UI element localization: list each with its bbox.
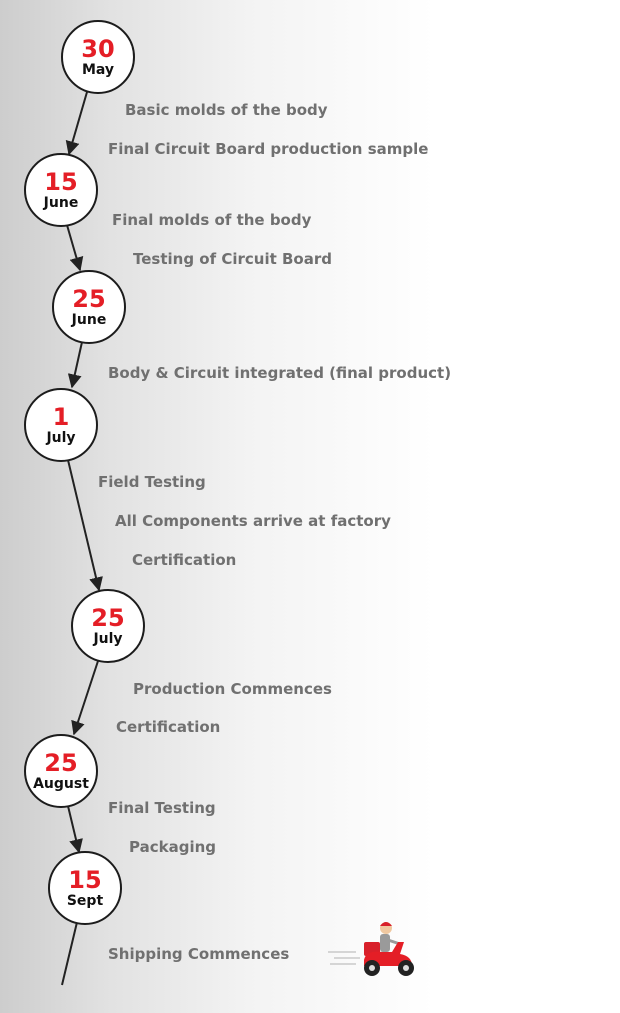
milestone-day: 25: [72, 285, 106, 313]
milestone-month: July: [93, 631, 123, 647]
task-label: Final molds of the body: [112, 211, 312, 229]
milestone-25-july: 25 July: [71, 589, 145, 663]
connector-4: [67, 459, 103, 592]
milestone-month: June: [71, 312, 107, 328]
task-label: Basic molds of the body: [125, 101, 328, 119]
task-label: Certification: [116, 718, 221, 736]
delivery-scooter-icon: [328, 922, 414, 976]
milestone-25-june: 25 June: [52, 270, 126, 344]
task-label: Body & Circuit integrated (final product…: [108, 364, 452, 382]
task-label: Final Testing: [108, 799, 216, 817]
milestone-15-june: 15 June: [24, 153, 98, 227]
connector-5: [71, 660, 99, 736]
task-label: Field Testing: [98, 473, 206, 491]
milestone-day: 15: [44, 168, 78, 196]
task-label: All Components arrive at factory: [115, 512, 391, 530]
milestone-30-may: 30 May: [61, 20, 135, 94]
connector-7: [61, 917, 79, 986]
milestone-25-august: 25 August: [24, 734, 98, 808]
milestone-month: May: [81, 62, 115, 78]
milestone-month: August: [33, 776, 89, 792]
milestone-day: 15: [68, 866, 102, 894]
milestone-month: Sept: [66, 893, 104, 909]
task-label: Packaging: [129, 838, 216, 856]
connector-3: [67, 341, 83, 389]
task-label: Final Circuit Board production sample: [108, 140, 429, 158]
connector-1: [65, 91, 88, 156]
task-label: Shipping Commences: [108, 945, 290, 963]
milestone-15-sept: 15 Sept: [48, 851, 122, 925]
task-label: Production Commences: [133, 680, 332, 698]
task-label: Certification: [132, 551, 237, 569]
milestone-day: 30: [81, 35, 115, 63]
milestone-day: 1: [52, 403, 70, 431]
milestone-month: June: [43, 195, 79, 211]
milestone-month: July: [46, 430, 76, 446]
milestone-1-july: 1 July: [24, 388, 98, 462]
task-label: Testing of Circuit Board: [133, 250, 332, 268]
connector-6: [67, 805, 83, 854]
milestone-day: 25: [91, 604, 125, 632]
milestone-day: 25: [44, 749, 78, 777]
connector-2: [66, 224, 84, 272]
